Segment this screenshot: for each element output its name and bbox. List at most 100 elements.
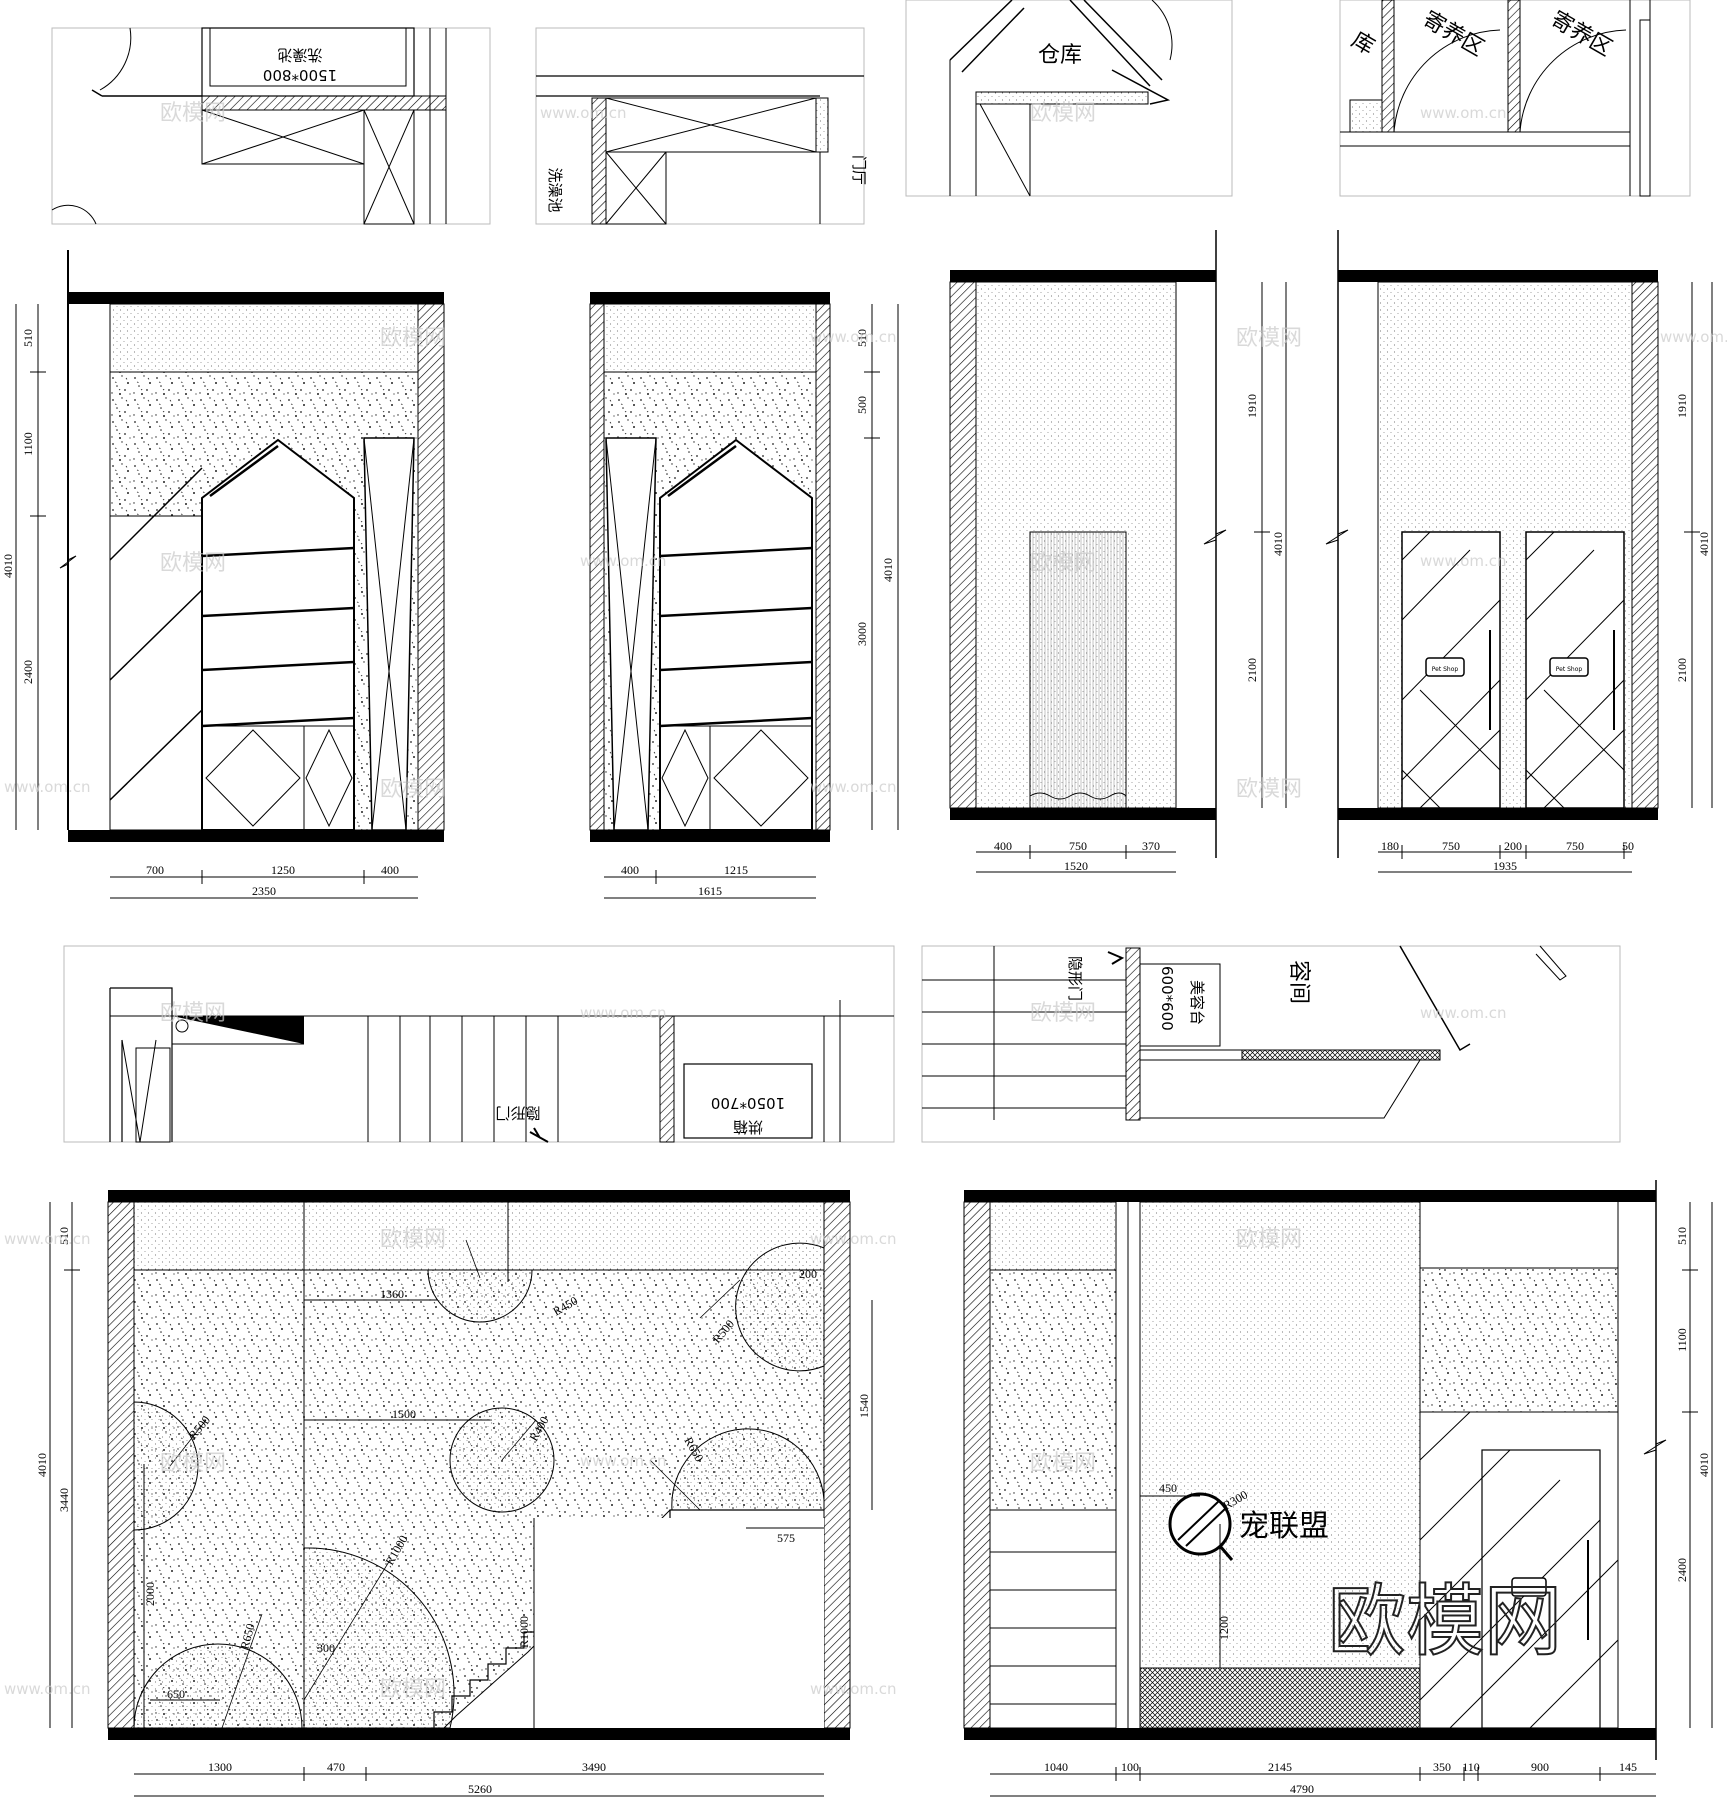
brand-name: 宠联盟 bbox=[1239, 1509, 1329, 1544]
dim-d-h2: 750 bbox=[1442, 839, 1460, 853]
dim-f-h2: 100 bbox=[1121, 1760, 1139, 1774]
watermark-url: www.om.cn bbox=[4, 778, 91, 796]
dim-b-vtotal: 4010 bbox=[881, 558, 895, 582]
ann-e-6: 650 bbox=[167, 1687, 185, 1701]
watermark-text: 欧模网 bbox=[1030, 101, 1096, 126]
dim-c-h2: 750 bbox=[1069, 839, 1087, 853]
room-label-boarding-a: 寄养区 bbox=[1418, 7, 1488, 62]
dim-f-h7: 145 bbox=[1619, 1760, 1637, 1774]
dim-b-v3: 3000 bbox=[855, 622, 869, 646]
ann-e-4: 200 bbox=[799, 1267, 817, 1281]
watermark-url: www.om.cn bbox=[580, 552, 667, 570]
elevation-d-dimensions: 180 750 200 750 50 1935 1910 2100 4010 bbox=[1378, 282, 1713, 873]
ann-e-3: 575 bbox=[777, 1531, 795, 1545]
dim-b-h2: 1215 bbox=[724, 863, 748, 877]
elevation-c bbox=[949, 230, 1227, 858]
dim-a-v1: 510 bbox=[21, 329, 35, 347]
room-label-boarding-b: 寄养区 bbox=[1546, 7, 1616, 62]
dim-f-h5: 110 bbox=[1462, 1760, 1480, 1774]
dim-a-vtotal: 4010 bbox=[1, 554, 15, 578]
dim-a-h1: 700 bbox=[146, 863, 164, 877]
dim-d-v1: 1910 bbox=[1675, 394, 1689, 418]
watermark-url: www.om.cn bbox=[1660, 328, 1727, 346]
logo-dim-1: 450 bbox=[1159, 1481, 1177, 1495]
watermark-url: www.om.cn bbox=[1420, 552, 1507, 570]
dim-d-vtotal: 4010 bbox=[1697, 532, 1711, 556]
dim-c-htotal: 1520 bbox=[1064, 859, 1088, 873]
grooming-table-label: 美容台 bbox=[1188, 980, 1206, 1025]
dim-d-h5: 50 bbox=[1622, 839, 1634, 853]
watermark-text: 欧模网 bbox=[1030, 1451, 1096, 1476]
dim-f-v3: 2400 bbox=[1675, 1558, 1689, 1582]
dim-a-v3: 2400 bbox=[21, 660, 35, 684]
dim-e-h3: 3490 bbox=[582, 1760, 606, 1774]
watermark-url: www.om.cn bbox=[810, 1230, 897, 1248]
dim-f-v1: 510 bbox=[1675, 1227, 1689, 1245]
grooming-table-size: 600*600 bbox=[1158, 966, 1176, 1031]
watermark-url: www.om.cn bbox=[1420, 104, 1507, 122]
watermark-url: www.om.cn bbox=[810, 328, 897, 346]
room-label-warehouse: 仓库 bbox=[1038, 43, 1082, 68]
dim-b-v1: 510 bbox=[855, 329, 869, 347]
plan-detail-5: 烘箱 1050*700 隐形门 bbox=[63, 945, 895, 1143]
watermark-text: 欧模网 bbox=[1236, 1227, 1302, 1252]
dim-b-htotal: 1615 bbox=[698, 884, 722, 898]
watermark-text: 欧模网 bbox=[160, 1451, 226, 1476]
plan-detail-4: 寄养区 寄养区 库 bbox=[1339, 0, 1691, 197]
dim-d-h4: 750 bbox=[1566, 839, 1584, 853]
watermark-url: www.om.cn bbox=[1420, 1004, 1507, 1022]
watermark-url: www.om.cn bbox=[580, 1452, 667, 1470]
elevation-f-dimensions: 1040 100 2145 350 110 900 145 4790 510 1… bbox=[990, 1202, 1713, 1797]
watermark-url: www.om.cn bbox=[810, 1680, 897, 1698]
watermark-url: www.om.cn bbox=[4, 1230, 91, 1248]
watermark-text: 欧模网 bbox=[1030, 551, 1096, 576]
dim-c-h1: 400 bbox=[994, 839, 1012, 853]
watermark-text: 欧模网 bbox=[380, 777, 446, 802]
watermark-url: www.om.cn bbox=[810, 778, 897, 796]
cabinet-label: 烘箱 bbox=[733, 1118, 763, 1136]
dim-a-htotal: 2350 bbox=[252, 884, 276, 898]
dim-c-v1: 1910 bbox=[1245, 394, 1259, 418]
plan-detail-6: 美容台 600*600 隐形门 容间 bbox=[921, 945, 1621, 1143]
sink-label: 洗澡池 bbox=[277, 46, 322, 64]
dim-d-h3: 200 bbox=[1504, 839, 1522, 853]
dim-d-h1: 180 bbox=[1381, 839, 1399, 853]
dim-b-h1: 400 bbox=[621, 863, 639, 877]
ann-e-14: R1000 bbox=[517, 1616, 531, 1648]
dim-e-h1: 1300 bbox=[208, 1760, 232, 1774]
elevation-a bbox=[59, 250, 445, 842]
watermark-text: 欧模网 bbox=[160, 1001, 226, 1026]
hidden-door-label: 隐形门 bbox=[495, 1104, 540, 1122]
dim-e-vtotal: 4010 bbox=[35, 1453, 49, 1477]
plan-detail-1: 洗澡池 1500*800 bbox=[51, 27, 491, 225]
watermark-text: 欧模网 bbox=[1236, 326, 1302, 351]
sink-label-2: 洗澡池 bbox=[546, 167, 564, 212]
dim-a-h2: 1250 bbox=[271, 863, 295, 877]
watermark-text: 欧模网 bbox=[160, 101, 226, 126]
elevation-f: 450 1200 R300 宠联盟 bbox=[963, 1180, 1667, 1760]
dim-a-v2: 1100 bbox=[21, 432, 35, 456]
elevation-b bbox=[589, 292, 831, 842]
door-sign-b: Pet Shop bbox=[1556, 666, 1583, 673]
watermark-url: www.om.cn bbox=[540, 104, 627, 122]
ann-e-5: 300 bbox=[317, 1641, 335, 1655]
watermark-text: 欧模网 bbox=[380, 1227, 446, 1252]
watermark-layer: 欧模网 欧模网 www.om.cn www.om.cn 欧模网 欧模网 www.… bbox=[4, 101, 1727, 1702]
dim-e-right: 1540 bbox=[857, 1394, 871, 1418]
elevation-e: 1360 1500 575 200 300 650 R450 R500 R500… bbox=[107, 1190, 851, 1740]
watermark-url: www.om.cn bbox=[4, 1680, 91, 1698]
cabinet-size: 1050*700 bbox=[711, 1094, 785, 1112]
elevation-e-dimensions: 510 3440 4010 2000 1540 1300 470 3490 52… bbox=[35, 1202, 873, 1797]
sink-size: 1500*800 bbox=[263, 66, 337, 84]
dim-a-h3: 400 bbox=[381, 863, 399, 877]
dim-f-h6: 900 bbox=[1531, 1760, 1549, 1774]
logo-dim-2: 1200 bbox=[1217, 1616, 1231, 1640]
dim-f-h4: 350 bbox=[1433, 1760, 1451, 1774]
elevation-c-dimensions: 400 750 370 1520 1910 2100 4010 bbox=[976, 282, 1287, 873]
room-label-side: 库 bbox=[1347, 28, 1379, 61]
dim-c-v2: 2100 bbox=[1245, 658, 1259, 682]
elevation-b-dimensions: 510 500 3000 4010 400 1215 1615 bbox=[604, 304, 899, 899]
dim-e-v2: 3440 bbox=[57, 1488, 71, 1512]
watermark-text: 欧模网 bbox=[380, 1677, 446, 1702]
